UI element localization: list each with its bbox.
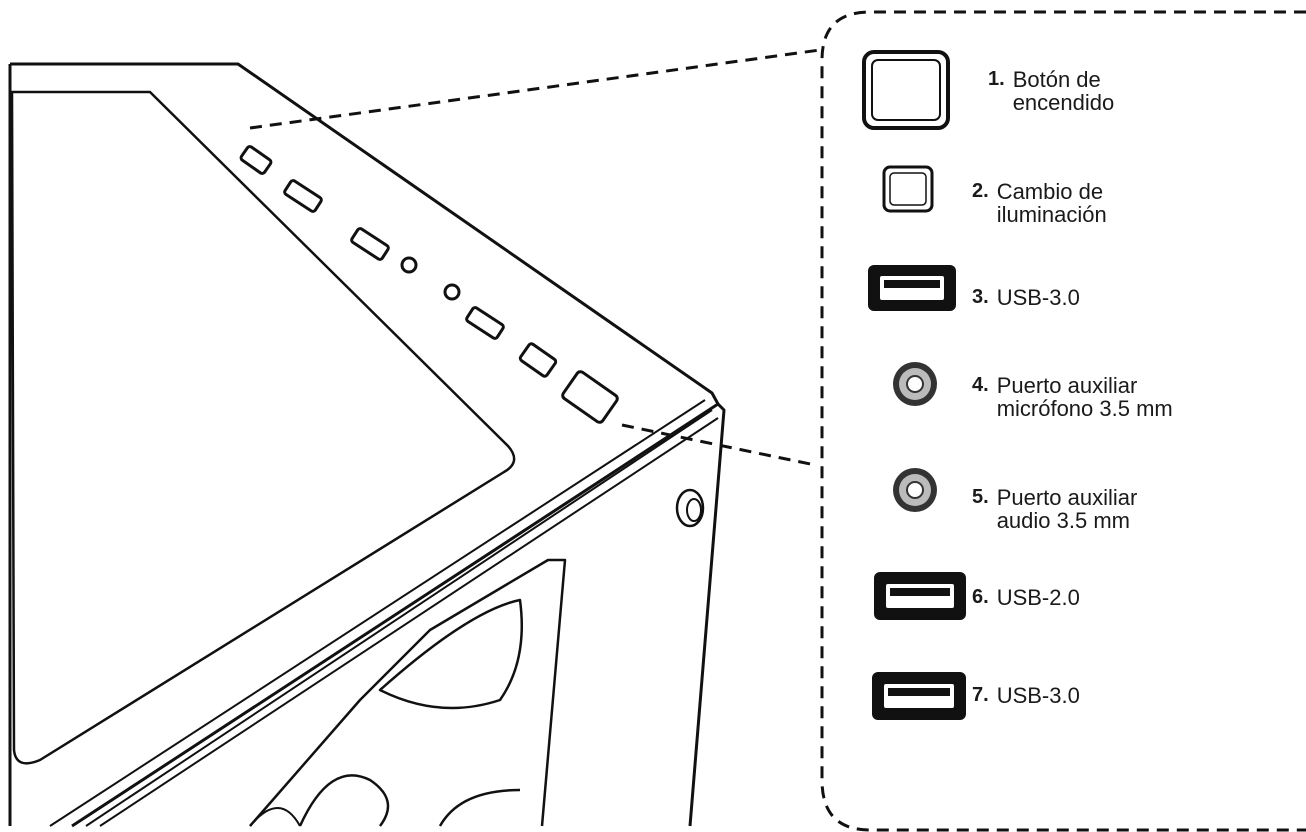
legend-label: Botón de — [1012, 67, 1101, 92]
legend-number: 2. — [972, 180, 989, 202]
audio-jack-icon — [893, 468, 937, 512]
legend-label: encendido — [1012, 90, 1115, 115]
legend-label: USB-3.0 — [996, 285, 1080, 310]
leader-lines — [249, 48, 821, 467]
usb-port-icon — [868, 265, 956, 311]
legend-item-7: 7. USB-3.0 — [972, 684, 1080, 707]
legend-label: micrófono 3.5 mm — [996, 396, 1173, 421]
legend-label: USB-3.0 — [996, 683, 1080, 708]
legend-number: 5. — [972, 486, 989, 508]
audio-jack-icon — [893, 362, 937, 406]
legend-label: audio 3.5 mm — [996, 508, 1130, 533]
callout-box — [820, 10, 1306, 832]
legend-label: Puerto auxiliar — [996, 485, 1138, 510]
usb-port-icon — [874, 572, 966, 620]
lighting-button-icon — [882, 165, 934, 213]
legend-number: 6. — [972, 586, 989, 608]
legend-item-3: 3. USB-3.0 — [972, 286, 1080, 309]
legend-number: 3. — [972, 286, 989, 308]
legend-number: 7. — [972, 684, 989, 706]
power-button-icon — [862, 50, 950, 130]
top-io-ports — [239, 145, 619, 424]
legend-label: USB-2.0 — [996, 585, 1080, 610]
legend-number: 1. — [988, 68, 1005, 90]
legend-label: Cambio de — [996, 179, 1104, 204]
legend-label: Puerto auxiliar — [996, 373, 1138, 398]
usb-port-icon — [872, 672, 966, 720]
legend-number: 4. — [972, 374, 989, 396]
pc-case-illustration — [8, 62, 726, 828]
legend-item-6: 6. USB-2.0 — [972, 586, 1080, 609]
legend-label: iluminación — [996, 202, 1107, 227]
